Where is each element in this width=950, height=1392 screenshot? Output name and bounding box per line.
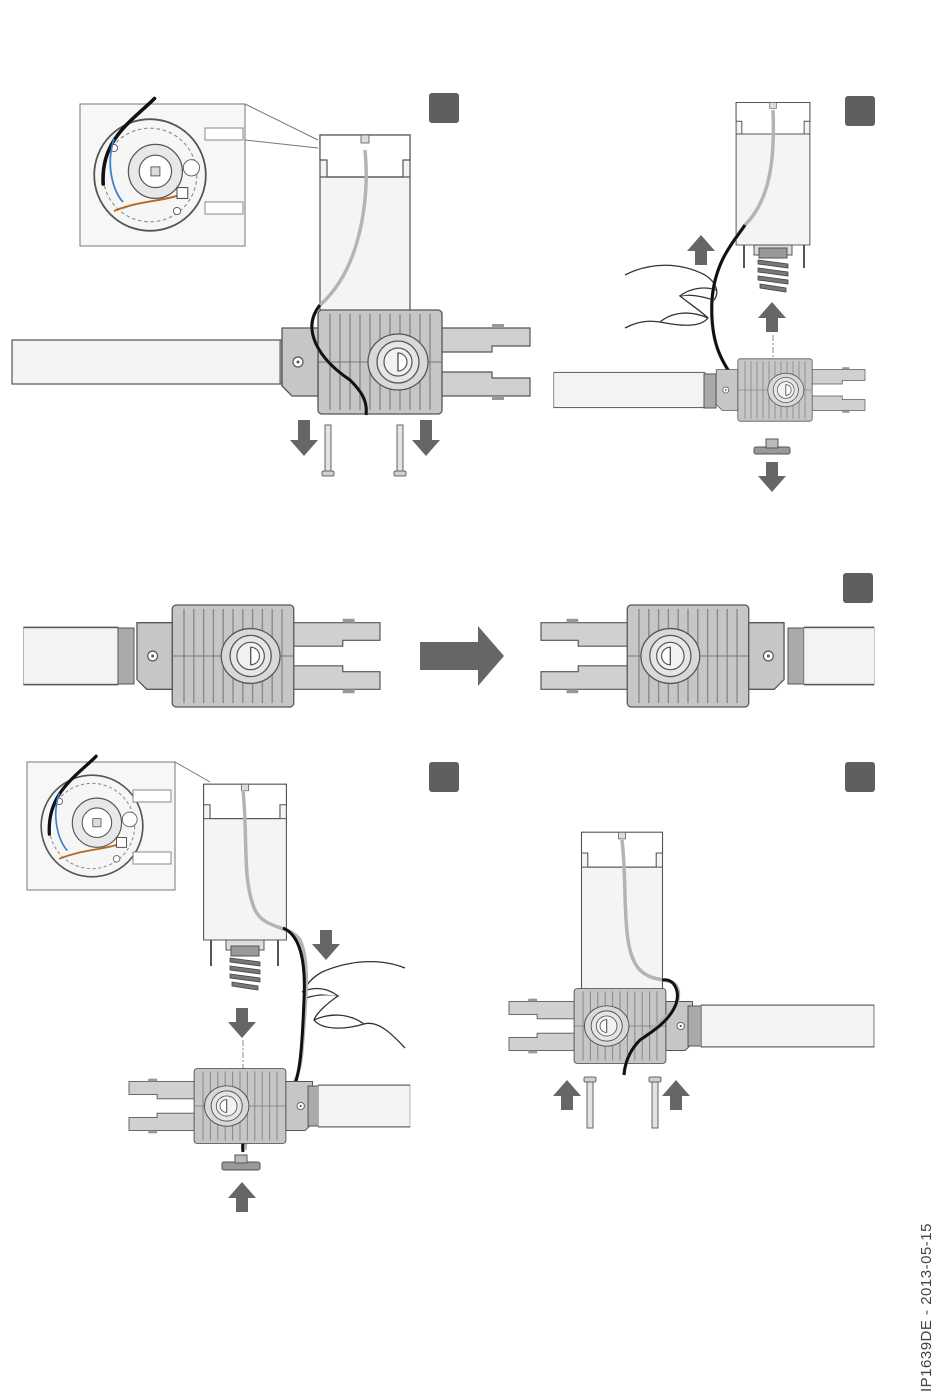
screw-icon xyxy=(394,425,406,476)
step-2 xyxy=(554,96,875,492)
step-5 xyxy=(509,762,875,1128)
step-5-badge xyxy=(845,762,875,792)
step-1-badge xyxy=(429,93,459,123)
step-1 xyxy=(12,93,530,476)
arrow-down-icon xyxy=(290,420,318,456)
gearbox-3b xyxy=(541,605,784,707)
tube-3b xyxy=(804,627,874,684)
document-code: IP1639DE - 2013-05-15 xyxy=(918,1072,935,1392)
tube-3a xyxy=(23,627,118,684)
hand-icon xyxy=(302,962,405,1048)
step-4 xyxy=(27,756,459,1212)
arrow-up-icon xyxy=(553,1080,581,1110)
step-3 xyxy=(23,573,874,707)
screw-icon xyxy=(584,1077,596,1128)
arrow-down-icon xyxy=(312,930,340,960)
step-4-badge xyxy=(429,762,459,792)
arrow-down-icon xyxy=(228,1008,256,1038)
arrow-right-icon xyxy=(420,626,504,686)
tube-5 xyxy=(701,1005,874,1047)
step-2-badge xyxy=(845,96,875,126)
worm-gear-icon xyxy=(230,946,260,990)
arrow-up-icon xyxy=(687,235,715,265)
arrow-up-icon xyxy=(662,1080,690,1110)
gearbox-4 xyxy=(129,1069,313,1144)
gearbox-2 xyxy=(716,359,865,421)
tube-1 xyxy=(12,340,282,384)
worm-gear-icon xyxy=(758,248,788,292)
arrow-up-icon xyxy=(228,1182,256,1212)
tube-4 xyxy=(318,1085,410,1127)
gearbox-5 xyxy=(509,989,693,1064)
screw-icon xyxy=(322,425,334,476)
gearbox-1 xyxy=(282,310,530,414)
arrow-down-icon xyxy=(412,420,440,456)
arrow-down-icon xyxy=(758,462,786,492)
arrow-up-icon xyxy=(758,302,786,332)
step-3-badge xyxy=(843,573,873,603)
tube-2 xyxy=(554,372,705,407)
gearbox-3a xyxy=(137,605,380,707)
hand-icon xyxy=(625,265,717,328)
screw-icon xyxy=(649,1077,661,1128)
